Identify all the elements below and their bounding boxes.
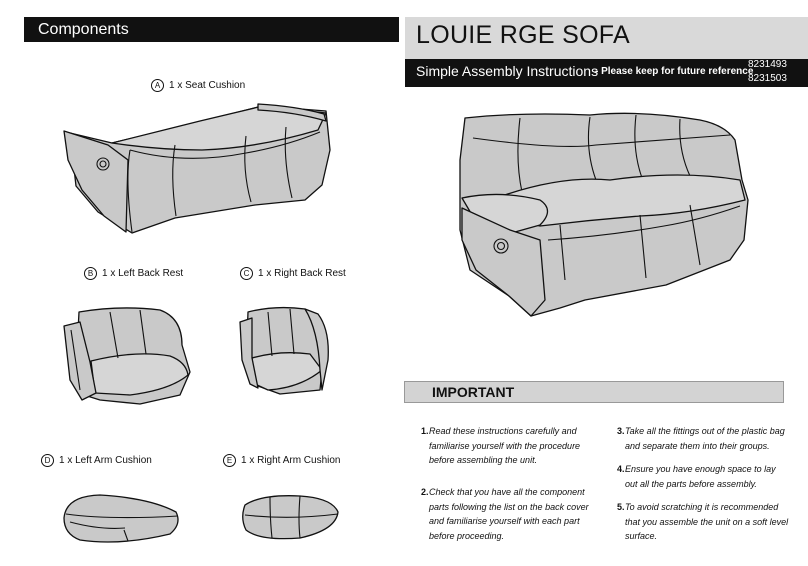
instruction-step-2: 2. Check that you have all the component…: [421, 485, 594, 543]
title-bar: [405, 17, 808, 59]
step-number: 2.: [421, 487, 429, 497]
instruction-step-1: 1. Read these instructions carefully and…: [421, 424, 594, 468]
component-c-text: 1 x Right Back Rest: [258, 268, 346, 279]
step-number: 1.: [421, 426, 429, 436]
important-bar: [404, 381, 784, 403]
step-text: To avoid scratching it is recommended th…: [625, 502, 789, 541]
product-code-2: 8231503: [748, 73, 787, 84]
step-text: Check that you have all the component pa…: [429, 487, 589, 541]
instruction-step-4: 4. Ensure you have enough space to lay o…: [617, 462, 790, 491]
step-number: 4.: [617, 464, 625, 474]
product-code-1: 8231493: [748, 59, 787, 70]
components-heading: Components: [24, 17, 399, 42]
letter-b-badge: B: [84, 267, 97, 280]
product-title: LOUIE RGE SOFA: [416, 21, 630, 49]
subtitle-note: - Please keep for future reference: [595, 66, 754, 77]
step-number: 5.: [617, 502, 625, 512]
instruction-step-3: 3. Take all the fittings out of the plas…: [617, 424, 790, 453]
component-e-text: 1 x Right Arm Cushion: [241, 455, 341, 466]
letter-a-badge: A: [151, 79, 164, 92]
component-d-label: D 1 x Left Arm Cushion: [41, 454, 152, 467]
subtitle: Simple Assembly Instructions: [416, 63, 599, 79]
component-b-label: B 1 x Left Back Rest: [84, 267, 183, 280]
step-number: 3.: [617, 426, 625, 436]
component-a-text: 1 x Seat Cushion: [169, 80, 246, 91]
component-e-label: E 1 x Right Arm Cushion: [223, 454, 341, 467]
letter-c-badge: C: [240, 267, 253, 280]
component-c-label: C 1 x Right Back Rest: [240, 267, 346, 280]
letter-d-badge: D: [41, 454, 54, 467]
important-heading: IMPORTANT: [432, 384, 515, 400]
component-a-label: A 1 x Seat Cushion: [151, 79, 245, 92]
step-text: Take all the fittings out of the plastic…: [625, 426, 785, 451]
component-b-text: 1 x Left Back Rest: [102, 268, 184, 279]
instruction-step-5: 5. To avoid scratching it is recommended…: [617, 500, 790, 544]
letter-e-badge: E: [223, 454, 236, 467]
step-text: Ensure you have enough space to lay out …: [625, 464, 776, 489]
subtitle-bar: [405, 59, 808, 87]
component-d-text: 1 x Left Arm Cushion: [59, 455, 152, 466]
step-text: Read these instructions carefully and fa…: [429, 426, 581, 465]
